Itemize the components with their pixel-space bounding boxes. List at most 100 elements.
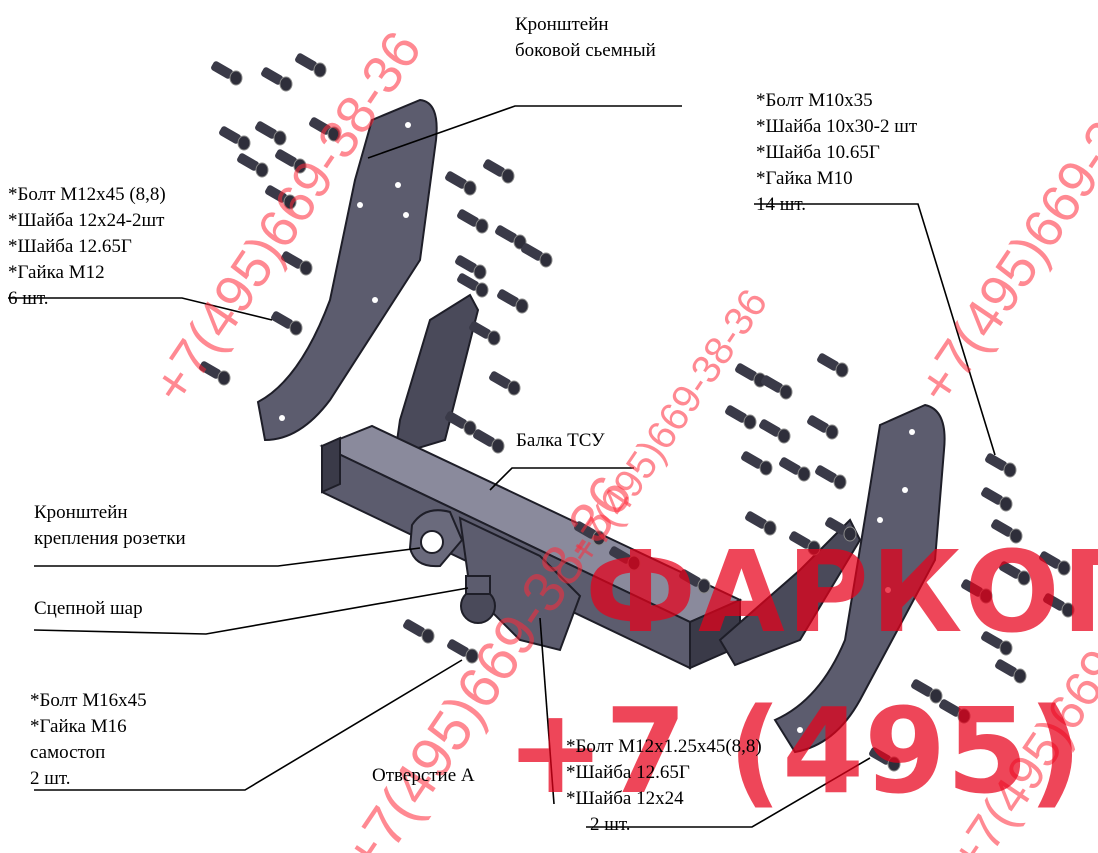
left-side-bracket [256, 98, 438, 442]
hole [405, 122, 411, 128]
fastener [483, 159, 515, 184]
label-socket-bracket: Кронштейн крепления розетки [34, 500, 186, 552]
washer-shape [797, 466, 811, 482]
watermark-brand: ФАРКОП [585, 528, 1098, 658]
leader-lines [8, 105, 996, 828]
washer-shape [999, 640, 1013, 656]
washer-shape [627, 555, 641, 571]
bolt-shape [817, 353, 839, 371]
fastener [219, 126, 251, 151]
bolt-shape [1043, 593, 1065, 611]
label-line: *Болт М12х1.25х45(8,8) [566, 736, 762, 757]
bolt-shape [489, 371, 511, 389]
fastener [789, 531, 821, 556]
bolt-shape [745, 511, 767, 529]
washer-shape [807, 540, 821, 556]
label-bolt-m12-fine: *Болт М12х1.25х45(8,8) *Шайба 12.65Г *Ша… [566, 734, 762, 838]
washer-shape [1017, 570, 1031, 586]
fastener [759, 419, 791, 444]
label-line: *Гайка М10 [756, 168, 853, 189]
fasteners [199, 53, 1075, 772]
washer-shape [293, 158, 307, 174]
fastener [199, 361, 231, 386]
washer-shape [475, 218, 489, 234]
washer-shape [592, 530, 606, 546]
fastener [779, 457, 811, 482]
washer-shape [957, 708, 971, 724]
fastener [281, 251, 313, 276]
washer-shape [473, 264, 487, 280]
fastener [497, 289, 529, 314]
fastener [457, 273, 489, 298]
label-line: *Шайба 10.65Г [756, 142, 880, 163]
hole [902, 487, 908, 493]
fastener [961, 579, 993, 604]
bolt-shape [761, 375, 783, 393]
washer-shape [513, 234, 527, 250]
fastener [469, 321, 501, 346]
bolt-shape [961, 579, 983, 597]
washer-shape [759, 460, 773, 476]
fastener [211, 61, 243, 86]
bolt-shape [281, 251, 303, 269]
washer-shape [697, 578, 711, 594]
label-line: 2 шт. [30, 768, 71, 789]
washer-shape [217, 370, 231, 386]
washer-shape [283, 194, 297, 210]
bolt-shape [473, 429, 495, 447]
fastener [869, 747, 901, 772]
bolt-shape [999, 561, 1021, 579]
fastener [939, 699, 971, 724]
fastener [725, 405, 757, 430]
leader-bolt-m12-fine [586, 757, 871, 828]
label-bolt-m16: *Болт М16х45 *Гайка М16 самостоп 2 шт. [30, 688, 147, 792]
hole [279, 415, 285, 421]
washer-shape [1061, 602, 1075, 618]
label-beam: Балка ТСУ [516, 430, 605, 451]
center-bracket [393, 293, 480, 457]
bolt-shape [981, 631, 1003, 649]
washer-shape [475, 282, 489, 298]
bolt-shape [609, 546, 631, 564]
washer-shape [1003, 462, 1017, 478]
bolt-shape [759, 419, 781, 437]
right-bracket-plate [773, 403, 946, 754]
washer-shape [273, 130, 287, 146]
fastener [1039, 551, 1071, 576]
hole [877, 517, 883, 523]
bolt-shape [495, 225, 517, 243]
label-line: самостоп [30, 742, 106, 763]
washer-shape [743, 414, 757, 430]
fastener [447, 639, 479, 664]
bolt-shape [679, 569, 701, 587]
fastener [981, 487, 1013, 512]
label-line: *Шайба 12.65Г [8, 236, 132, 257]
fastener [521, 243, 553, 268]
fastener [609, 546, 641, 571]
fastener [403, 619, 435, 644]
washer-shape [255, 162, 269, 178]
bolt-shape [445, 411, 467, 429]
bolt-shape [1039, 551, 1061, 569]
hitch-beam [319, 424, 743, 670]
bolt-shape [939, 699, 961, 717]
leader-beam [489, 467, 634, 491]
bolt-shape [469, 321, 491, 339]
bolt-shape [271, 311, 293, 329]
washer-shape [539, 252, 553, 268]
washer-shape [507, 380, 521, 396]
washer-shape [1057, 560, 1071, 576]
washer-shape [237, 135, 251, 151]
fastener [761, 375, 793, 400]
bolt-shape [574, 521, 596, 539]
label-line: *Болт М12х45 (8,8) [8, 184, 166, 205]
label-line: *Шайба 12х24 [566, 788, 684, 809]
washer-shape [999, 496, 1013, 512]
fastener [255, 121, 287, 146]
label-line: Кронштейн [34, 502, 128, 523]
label-line: *Болт М16х45 [30, 690, 147, 711]
bolt-shape [255, 121, 277, 139]
fastener [981, 631, 1013, 656]
